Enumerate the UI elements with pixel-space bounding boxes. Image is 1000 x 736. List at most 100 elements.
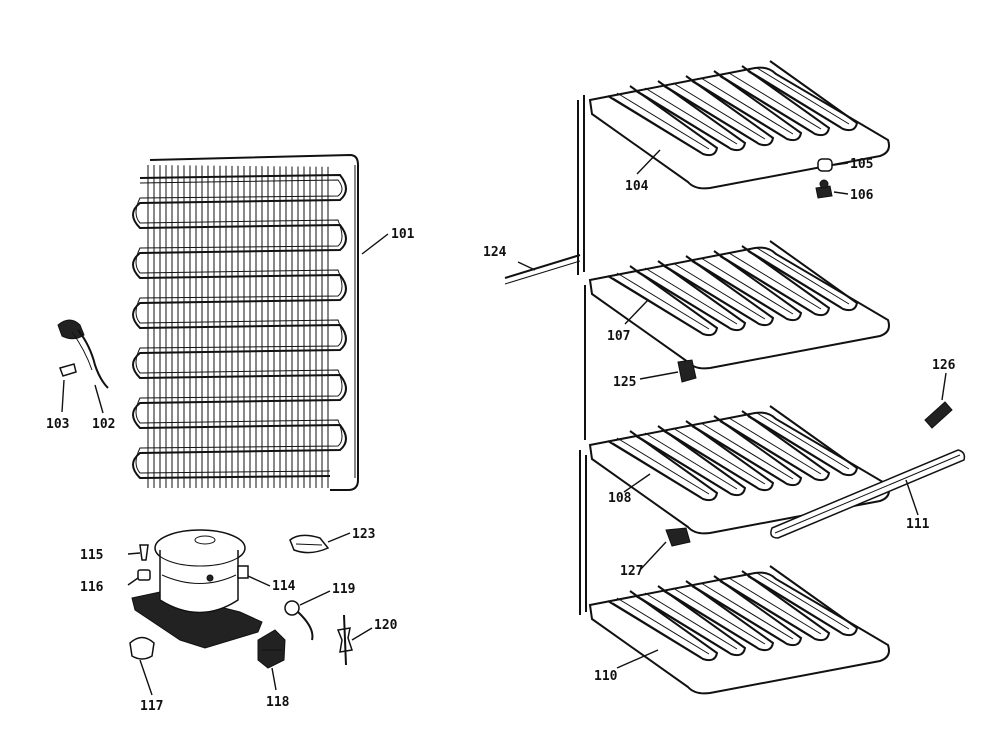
shelf-coil-loop: [635, 260, 747, 332]
label-127: 127: [620, 564, 643, 579]
shelf-coil-wire: [696, 257, 794, 318]
shelf-coil-loop: [747, 60, 859, 132]
tube-124: [504, 254, 581, 285]
shelf-coil-loop: [719, 410, 831, 482]
shelf-coil-loop: [663, 420, 775, 492]
label-120: 120: [374, 618, 398, 633]
part-labels: 101 102 103 104 105 106 107 108 110 111 …: [46, 157, 956, 714]
shelf-coil-wire: [696, 422, 794, 483]
fitting-120: [336, 614, 353, 666]
shelf-coil-wire: [724, 577, 822, 638]
bracket-126: [924, 401, 953, 429]
shelf-coil-loop: [691, 575, 803, 647]
shelf-coil-loop: [691, 415, 803, 487]
label-102: 102: [92, 417, 115, 432]
shelf-coil-wire: [612, 272, 710, 333]
label-116: 116: [80, 580, 104, 595]
relay-118: [257, 629, 286, 669]
shelf-coil-loop: [691, 70, 803, 142]
label-108: 108: [608, 491, 632, 506]
shelf-coil-wire: [724, 72, 822, 133]
shelf-coil-loop: [691, 250, 803, 322]
label-101: 101: [391, 227, 415, 242]
shelf-coil-loop: [635, 80, 747, 152]
label-106: 106: [850, 188, 874, 203]
shelf-coil-wire: [752, 412, 850, 473]
evaporator-shelves: [577, 60, 890, 695]
label-115: 115: [80, 548, 103, 563]
label-125: 125: [613, 375, 636, 390]
shelf-coil-loop: [607, 265, 719, 337]
part-116: [137, 569, 151, 581]
shelf-coil-loop: [663, 75, 775, 147]
evaporator-shelf: [588, 60, 890, 190]
label-107: 107: [607, 329, 630, 344]
shelf-coil-loop: [747, 240, 859, 312]
shelf-coil-wire: [612, 597, 710, 658]
condenser-coil: [132, 153, 359, 491]
shelf-coil-loop: [635, 425, 747, 497]
shelf-coil-loop: [719, 245, 831, 317]
relay-assembly-102: [57, 319, 109, 389]
leader-lines: [61, 149, 947, 696]
shelf-coil-wire: [640, 432, 738, 493]
label-123: 123: [352, 527, 375, 542]
evaporator-shelf: [588, 565, 890, 695]
valve-106: [815, 179, 833, 199]
tube-111: [770, 449, 966, 539]
label-119: 119: [332, 582, 355, 597]
shelf-coil-loop: [663, 580, 775, 652]
shelf-coil-loop: [747, 565, 859, 637]
shelf-coil-loop: [719, 570, 831, 642]
label-126: 126: [932, 358, 956, 373]
label-117: 117: [140, 699, 163, 714]
shelf-coil-loop: [663, 255, 775, 327]
evaporator-shelf: [588, 405, 890, 535]
shelf-coil-loop: [747, 405, 859, 477]
clamp-123: [289, 534, 330, 554]
shelf-coil-wire: [640, 592, 738, 653]
shelf-coil-wire: [752, 572, 850, 633]
label-124: 124: [483, 245, 507, 260]
cap-105: [817, 158, 833, 172]
label-103: 103: [46, 417, 69, 432]
shelf-tray: [588, 66, 890, 190]
shelf-coil-wire: [640, 87, 738, 148]
shelf-coil-wire: [696, 582, 794, 643]
shelf-coil-wire: [724, 417, 822, 478]
shelf-coil-loop: [719, 65, 831, 137]
shelf-coil-wire: [668, 262, 766, 323]
shelf-coil-wire: [668, 587, 766, 648]
shelf-coil-loop: [607, 430, 719, 502]
shelf-coil-loop: [607, 590, 719, 662]
clip-127: [665, 527, 691, 547]
shelf-coil-wire: [752, 247, 850, 308]
shelf-tray: [588, 411, 890, 535]
clip-125: [677, 359, 697, 383]
label-118: 118: [266, 695, 290, 710]
clip-103: [59, 363, 77, 377]
compressor-114: [131, 529, 263, 649]
label-110: 110: [594, 669, 618, 684]
label-111: 111: [906, 517, 930, 532]
shelf-coil-wire: [612, 92, 710, 153]
label-105: 105: [850, 157, 873, 172]
grommet-117: [129, 636, 155, 660]
shelf-coil-loop: [607, 85, 719, 157]
shelf-tray: [588, 571, 890, 695]
shelf-coil-wire: [724, 252, 822, 313]
shelf-coil-wire: [640, 267, 738, 328]
shelf-coil-wire: [612, 437, 710, 498]
shelf-coil-loop: [635, 585, 747, 657]
part-115: [139, 544, 149, 561]
label-114: 114: [272, 579, 296, 594]
shelf-coil-wire: [668, 82, 766, 143]
label-104: 104: [625, 179, 649, 194]
shelf-tray: [588, 246, 890, 370]
evaporator-shelf: [588, 240, 890, 370]
shelf-coil-wire: [668, 427, 766, 488]
overload-119: [284, 600, 314, 641]
shelf-coil-wire: [752, 67, 850, 128]
shelf-coil-wire: [696, 77, 794, 138]
